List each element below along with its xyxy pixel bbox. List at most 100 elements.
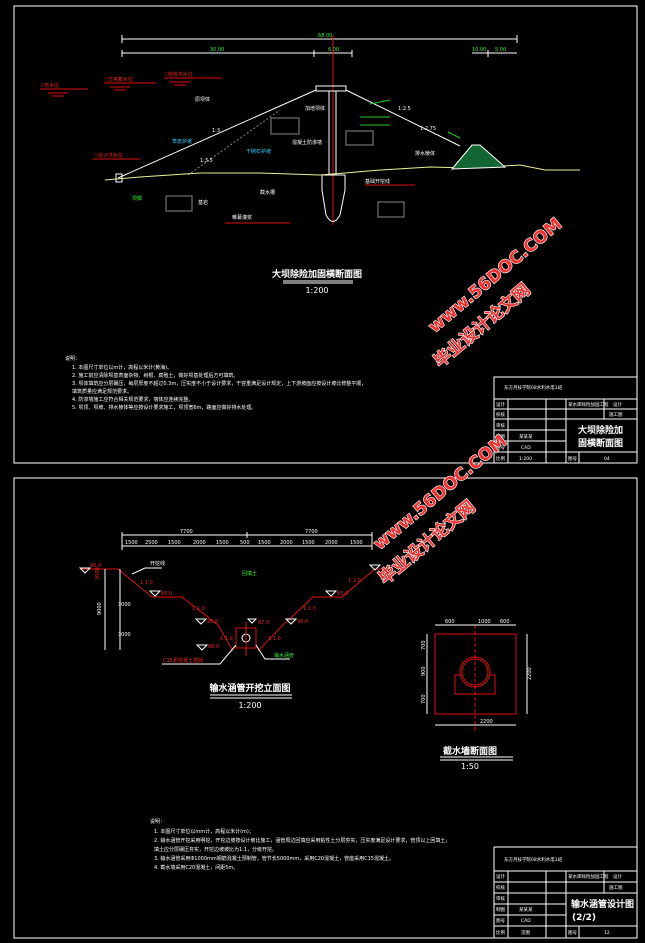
dim: 1500: [125, 540, 138, 546]
drawing-title-1: 大坝除险加固横断面图: [272, 268, 362, 280]
dim: 1500: [350, 540, 363, 546]
tb-scale: 1:200: [519, 456, 532, 462]
tb-row: 图号: [496, 445, 505, 451]
left-dim: 9000: [97, 602, 103, 615]
drawing-scale-3: 1:50: [461, 762, 479, 771]
tb-tool: CAD: [521, 445, 531, 451]
wall-dim: 700: [421, 640, 427, 650]
cutoff-trench: [321, 174, 346, 222]
dimension-lines: 68.00 30.00 6.00 10.00 5.00: [121, 33, 518, 57]
tb-stage: 设计: [613, 873, 622, 880]
label-slope-up-1: 1:3: [212, 128, 220, 134]
label-bedrock: 基岩: [198, 199, 208, 206]
base-label: C15素混凝土基础: [163, 657, 203, 664]
note: 4. 截水墙采用C20混凝土，间距5m。: [154, 864, 238, 871]
note: 填土应分层碾压夯实，开挖边坡坡比为1:1，分级开挖。: [154, 846, 277, 853]
tb-row: 比例: [496, 929, 505, 936]
dim-down-2: 5.00: [495, 47, 506, 53]
sheet-1: 68.00 30.00 6.00 10.00 5.00 ▽死水位 ▽正常蓄水位 …: [13, 5, 638, 464]
tb-drawing-name: 输水涵管设计图: [571, 898, 634, 910]
dim: 500: [240, 540, 250, 546]
label-grass: 草皮护坡: [172, 138, 192, 145]
note: 1. 本图尺寸单位以mm计，高程以米计(m)；: [154, 828, 254, 835]
label-slope-down-2: 1:2.75: [420, 126, 436, 132]
cutoff-wall-section: 600 1000 600 700 900 700 2200 2200: [421, 619, 533, 733]
wall-dim: 1000: [478, 619, 491, 625]
note: 2. 施工前应清除坝基表面杂物、树根、腐殖土，做好坝基处理后方可填筑。: [72, 372, 238, 379]
label-berm: 排水棱体: [415, 150, 435, 157]
dim-total: 68.00: [318, 33, 332, 39]
slope-label: 1:1.0: [268, 636, 281, 642]
label-toe: 坝脚: [132, 195, 142, 202]
tb-drawing-name: 大坝除险加: [578, 424, 623, 436]
elevation-label-pipe-top: 87.0: [258, 620, 269, 626]
label-slope-down-1: 1:2.5: [398, 106, 411, 112]
tb-part: 施工图: [609, 884, 623, 891]
drawing-title-3: 截水墙断面图: [443, 745, 497, 757]
left-dim: 3000: [95, 567, 101, 580]
tb-row: 审核: [496, 422, 505, 429]
tb-drawing-no: 12: [604, 930, 610, 936]
elevation-label: 90.0: [207, 619, 218, 625]
tb-row: 校核: [496, 411, 505, 418]
tb-drawing-name: 固横断面图: [578, 437, 623, 449]
dim: 2000: [193, 540, 206, 546]
wall-dim: 600: [445, 619, 455, 625]
tb-sheet-label: 图号: [568, 456, 577, 462]
slope-label: 1:1.0: [192, 606, 205, 612]
left-dim: 3000: [118, 632, 131, 638]
title-block-1: 东方月技学院08水利水电1班 某水库除险加固工程 设计 施工图 设计 校核 审核…: [493, 376, 638, 464]
tb-scale: 见图: [521, 930, 530, 936]
drawing-scale-2: 1:200: [238, 701, 261, 710]
elevation-label: 93.0: [337, 591, 348, 597]
label-cutoff: 截水槽: [260, 189, 275, 196]
note: 5. 坝顶、坝坡、排水棱体等应按设计要求施工，坝顶宽6m，路面应做好排水处理。: [72, 404, 256, 411]
dim: 7700: [305, 529, 318, 535]
dim-crest: 6.00: [328, 47, 339, 53]
tb-drawing-no: 04: [604, 456, 610, 462]
sheet-2-frame: [13, 477, 638, 939]
tb-drawing-name: (2/2): [572, 913, 596, 923]
wall-height: 2200: [527, 667, 533, 680]
water-level-2: ▽正常蓄水位: [104, 76, 133, 83]
tb-project: 某水库除险加固工程: [568, 873, 609, 880]
trench-profile: [78, 564, 390, 665]
tb-designer: 某某某: [519, 907, 533, 913]
tb-stage: 设计: [613, 401, 622, 408]
note: 3. 输水涵管采用Φ1000mm钢筋混凝土预制管，管节长5000mm，采用C20…: [154, 855, 394, 862]
ground-line: [104, 164, 580, 181]
water-level-3: ▽校核洪水位: [164, 71, 193, 78]
notes-2: 说明： 1. 本图尺寸单位以mm计，高程以米计(m)； 2. 输水涵管开挖采用明…: [150, 818, 450, 871]
tb-row: 图号: [496, 918, 505, 924]
dim: 2500: [145, 540, 158, 546]
title-block-2: 东方月技学院08水利水电1班 某水库除险加固工程 设计 施工图 设计 校核 审核…: [493, 846, 638, 939]
label-old-dam: 原坝体: [195, 96, 210, 103]
note: 3. 坝体填筑应分层碾压，每层厚度不超过0.3m，压实度不小于设计要求，干容重满…: [72, 380, 366, 387]
drawing-scale-1: 1:200: [305, 286, 328, 295]
label-core-wall: 混凝土防渗墙: [292, 139, 322, 146]
dim: 1500: [258, 540, 271, 546]
left-dim: 3000: [118, 602, 131, 608]
elevation-label: 86.0: [208, 644, 219, 650]
dim-upstream: 30.00: [210, 47, 224, 53]
tb-row: 比例: [496, 455, 505, 462]
dim-down-1: 10.00: [472, 47, 486, 53]
label-slope-up-2: 1:3.5: [200, 158, 213, 164]
label-new-fill: 加培坝体: [305, 105, 325, 112]
trench-labels: 96.0 93.0 90.0 87.0 86.0 90.0 93.0 1:1.0…: [90, 560, 361, 664]
tb-row: 制图: [496, 433, 505, 440]
note: 2. 输水涵管开挖采用明挖，开挖边坡按设计坡比施工，涵管周边回填应采用粘性土分层…: [154, 837, 450, 844]
slope-label: 1:1.0: [220, 636, 233, 642]
slope-label: 1:1.0: [303, 606, 316, 612]
note: 填筑质量应满足规范要求。: [72, 388, 132, 395]
dam-section: [104, 85, 580, 222]
slope-label: 1:1.0: [140, 580, 153, 586]
dim: 2000: [325, 540, 338, 546]
tb-row: 制图: [496, 906, 505, 913]
tb-row: 审核: [496, 895, 505, 902]
pipe-label: 输水涵管: [274, 652, 294, 659]
tb-row: 设计: [496, 401, 505, 408]
drawing-title-2: 输水涵管开挖立面图: [209, 682, 290, 694]
tb-part: 施工图: [609, 411, 623, 418]
